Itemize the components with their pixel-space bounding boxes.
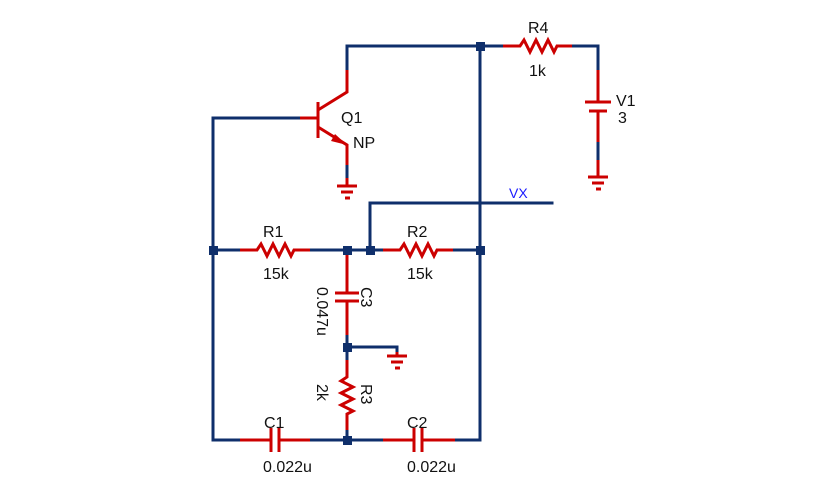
junctions xyxy=(209,42,485,445)
c2-label: C2 xyxy=(407,415,428,432)
battery-v1[interactable] xyxy=(585,70,611,142)
transistor-q1[interactable] xyxy=(300,70,349,165)
q1-model: NP xyxy=(353,135,375,152)
c1-label: C1 xyxy=(264,415,285,432)
ground-icon xyxy=(337,178,357,200)
ground-icon xyxy=(387,352,407,370)
r2-label: R2 xyxy=(407,224,428,241)
wire-top[interactable] xyxy=(345,44,505,72)
r3-value: 2k xyxy=(313,384,330,402)
junction xyxy=(209,246,218,255)
c2-value: 0.022u xyxy=(407,459,456,476)
junction xyxy=(476,246,485,255)
r2-value: 15k xyxy=(407,266,434,283)
resistor-r1[interactable] xyxy=(240,240,310,260)
resistor-r3[interactable] xyxy=(337,360,357,430)
c1-value: 0.022u xyxy=(263,459,312,476)
v1-label: V1 xyxy=(616,93,636,110)
junction xyxy=(343,343,352,352)
r3-label: R3 xyxy=(357,384,374,405)
wire-left[interactable] xyxy=(211,116,302,442)
junction xyxy=(476,42,485,51)
v1-value: 3 xyxy=(618,110,627,127)
capacitor-c2[interactable] xyxy=(383,428,455,452)
capacitor-c1[interactable] xyxy=(240,428,310,452)
junction xyxy=(366,246,375,255)
resistor-r4[interactable] xyxy=(503,36,572,56)
r1-label: R1 xyxy=(263,224,284,241)
c3-label: C3 xyxy=(357,287,374,308)
resistor-r2[interactable] xyxy=(383,240,453,260)
ground-icon xyxy=(588,160,608,191)
r4-label: R4 xyxy=(528,20,549,37)
junction xyxy=(343,436,352,445)
junction xyxy=(343,246,352,255)
capacitor-c3[interactable] xyxy=(335,255,359,335)
c3-value: 0.047u xyxy=(313,287,330,336)
r1-value: 15k xyxy=(263,266,290,283)
wire-r4-v1[interactable] xyxy=(570,44,600,72)
net-label-vx: VX xyxy=(509,185,528,201)
wire-vx[interactable] xyxy=(368,201,554,252)
wire-gnd-branch[interactable] xyxy=(345,328,399,354)
wires xyxy=(211,44,600,442)
r4-value: 1k xyxy=(529,63,547,80)
q1-label: Q1 xyxy=(341,110,362,127)
